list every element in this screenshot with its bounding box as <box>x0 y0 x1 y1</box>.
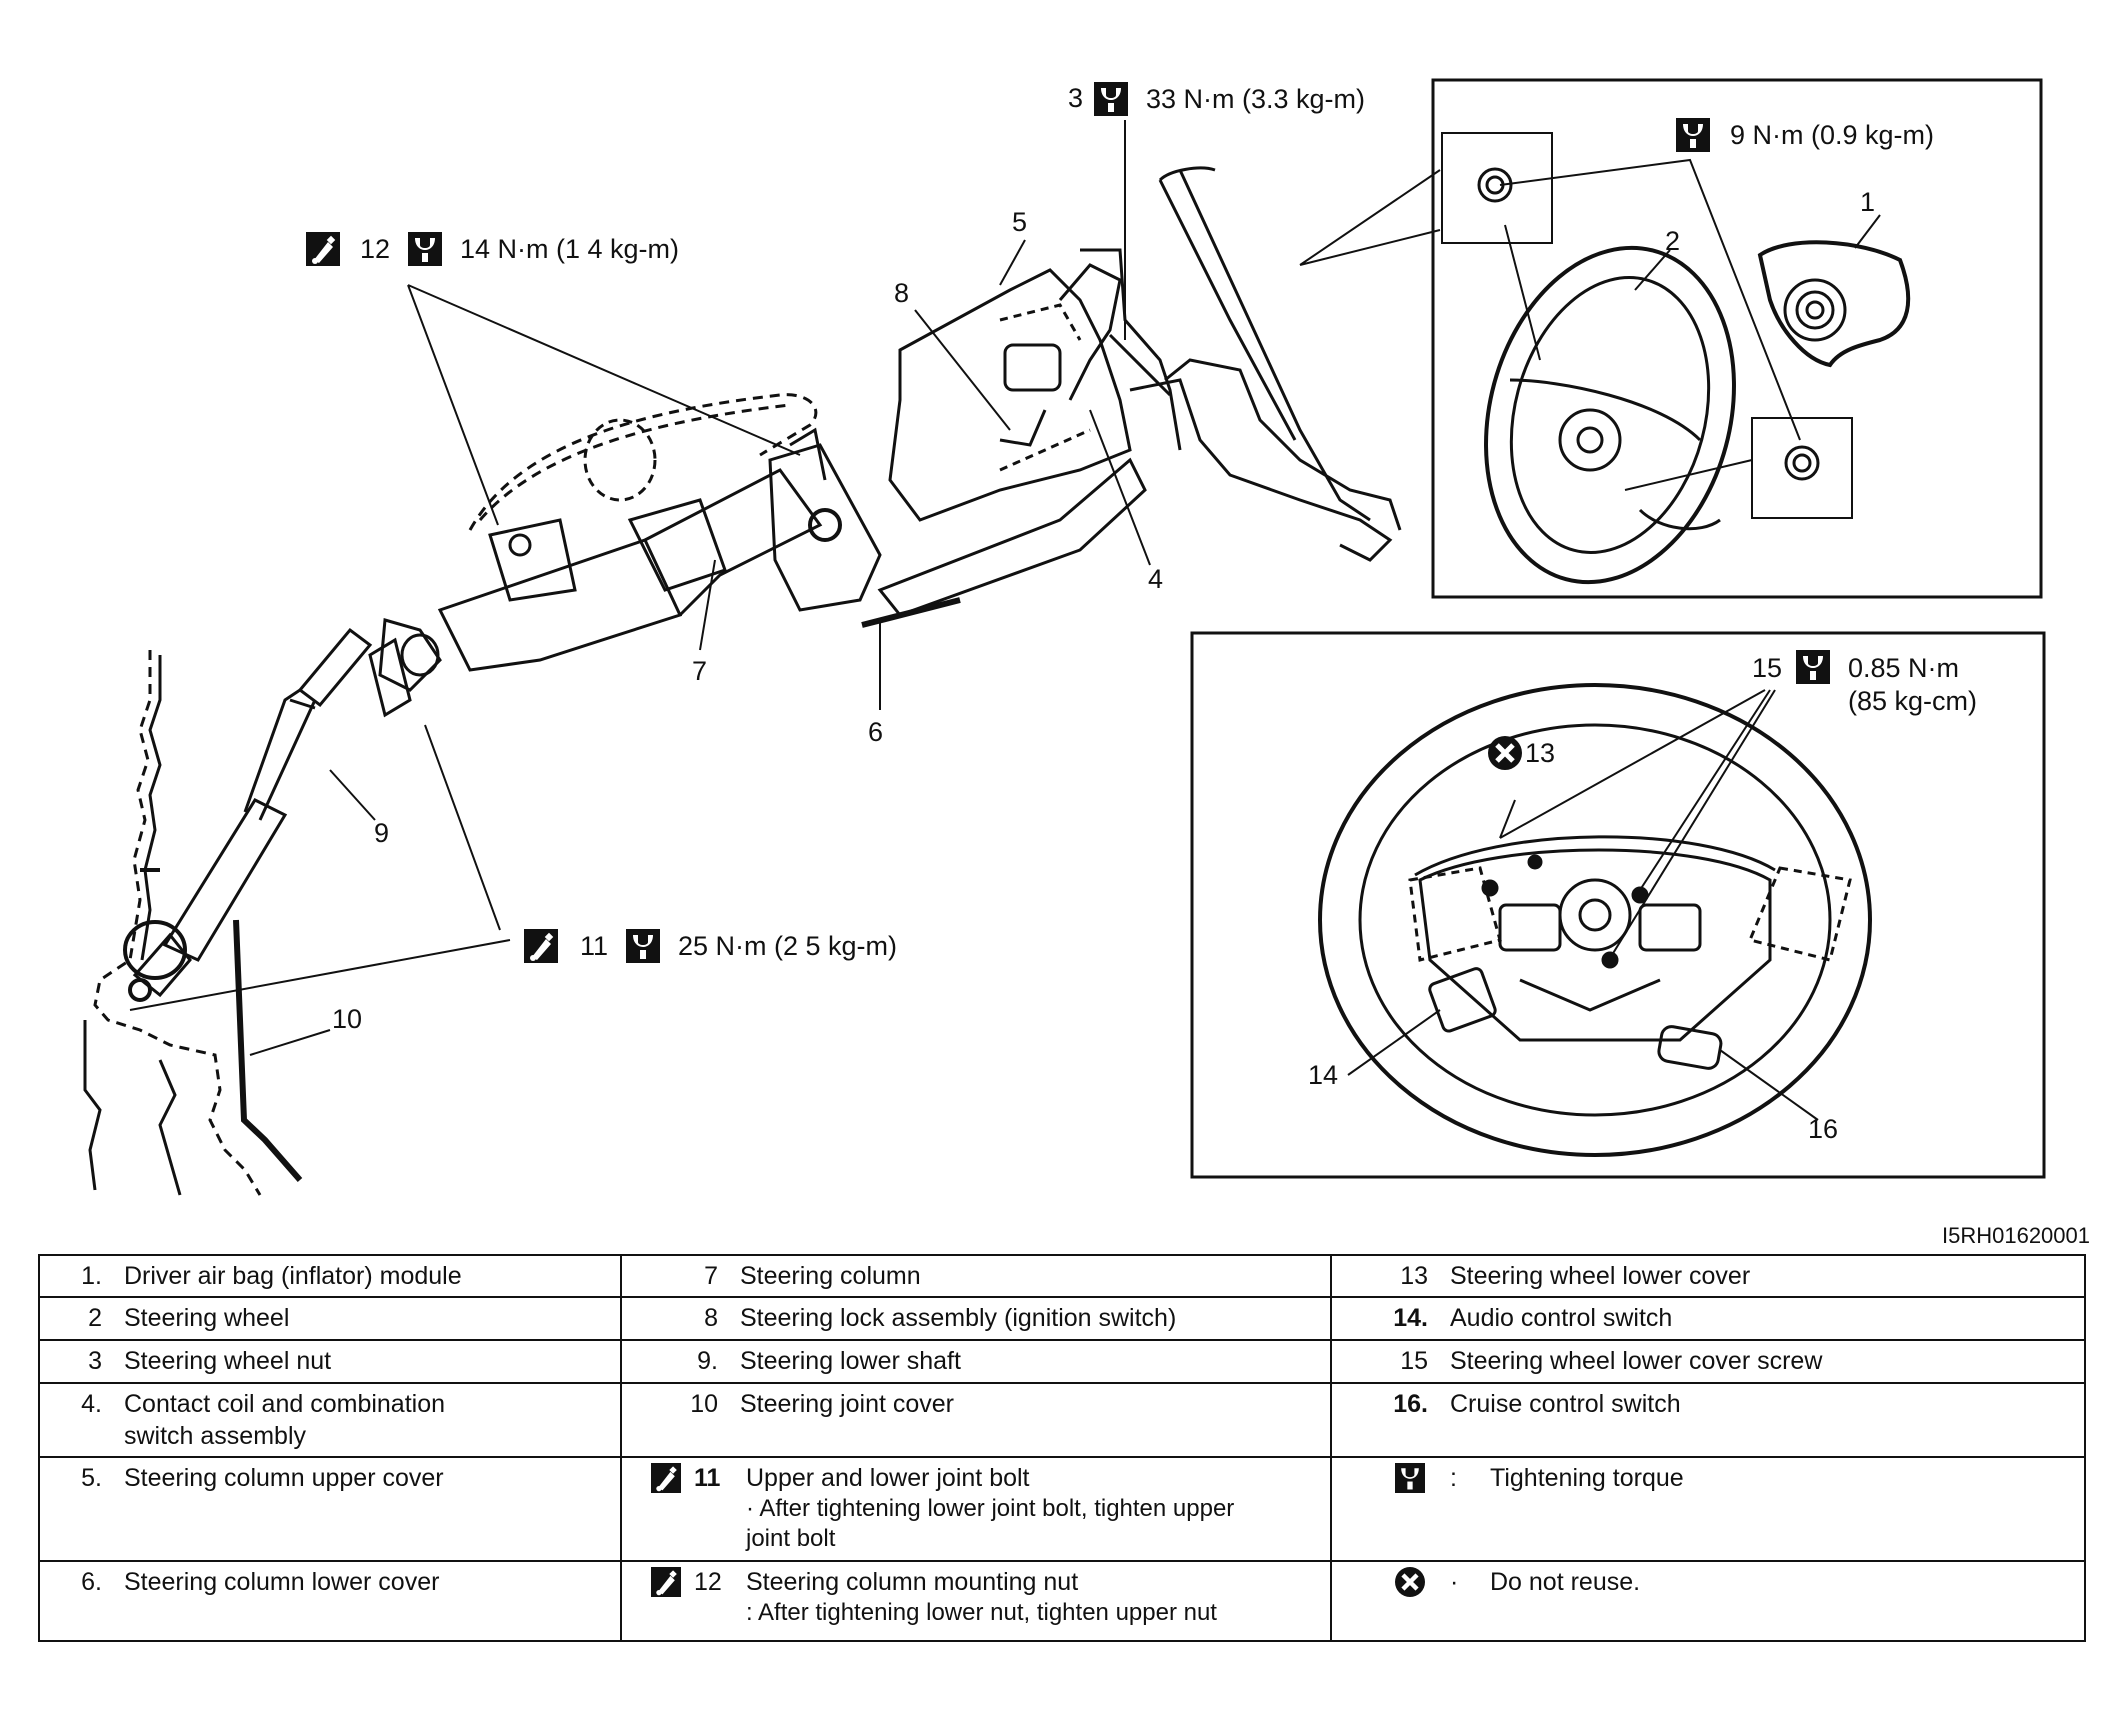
apply-thread-lock-icon <box>524 929 558 963</box>
torque-wrench-icon <box>626 929 660 963</box>
airbag-inset-box <box>1431 78 2043 599</box>
callout-6: 6 <box>868 717 883 747</box>
callout-1: 1 <box>1860 187 1875 217</box>
torque-screw15-line1: 0.85 N·m <box>1848 653 1959 683</box>
callout-15: 15 <box>1752 653 1782 683</box>
apply-thread-lock-icon <box>650 1566 684 1598</box>
torque-screw15-line2: (85 kg-cm) <box>1848 686 1977 716</box>
callout-2: 2 <box>1665 226 1680 256</box>
torque-wrench-icon <box>408 232 442 266</box>
legend-cell: 1.Driver air bag (inflator) module <box>38 1254 622 1298</box>
torque-nut3: 33 N·m (3.3 kg-m) <box>1146 84 1365 114</box>
callout-13: 13 <box>1525 738 1555 768</box>
callout-10: 10 <box>332 1004 362 1034</box>
callout-5: 5 <box>1012 207 1027 237</box>
apply-thread-lock-icon <box>306 232 340 266</box>
torque-airbag: 9 N·m (0.9 kg-m) <box>1730 120 1934 150</box>
callout-16: 16 <box>1808 1114 1838 1144</box>
legend-cell: 6.Steering column lower cover <box>38 1560 622 1642</box>
legend-cell: 16.Cruise control switch <box>1330 1382 2086 1458</box>
legend-cell: 11 Upper and lower joint bolt· After tig… <box>620 1456 1332 1562</box>
callout-14: 14 <box>1308 1060 1338 1090</box>
callout-9: 9 <box>374 818 389 848</box>
figure-id: I5RH01620001 <box>1942 1223 2090 1248</box>
torque-wrench-icon <box>1796 650 1830 684</box>
callout-4: 4 <box>1148 564 1163 594</box>
torque-labels: 3 33 N·m (3.3 kg-m) 12 14 N·m (1 4 kg-m)… <box>306 82 1977 963</box>
callout-12: 12 <box>360 234 390 264</box>
callout-7: 7 <box>692 656 707 686</box>
torque-bolt12: 14 N·m (1 4 kg-m) <box>460 234 679 264</box>
callout-8: 8 <box>894 278 909 308</box>
legend-cell: 9.Steering lower shaft <box>620 1339 1332 1384</box>
apply-thread-lock-icon <box>650 1462 684 1494</box>
torque-wrench-icon <box>1676 118 1710 152</box>
legend-cell: ·Do not reuse. <box>1330 1560 2086 1642</box>
legend-cell: 12 Steering column mounting nut: After t… <box>620 1560 1332 1642</box>
torque-wrench-icon <box>1094 82 1128 116</box>
wheel-rear-inset-box <box>1190 631 2046 1179</box>
legend-cell: 5.Steering column upper cover <box>38 1456 622 1562</box>
legend-cell: 14.Audio control switch <box>1330 1296 2086 1341</box>
torque-bolt11: 25 N·m (2 5 kg-m) <box>678 931 897 961</box>
steering-column-drawing <box>83 120 1441 1196</box>
torque-wrench-icon <box>1394 1462 1428 1494</box>
callout-3: 3 <box>1068 83 1083 113</box>
part-callouts: 1 2 4 5 6 7 8 9 10 14 16 <box>332 187 1875 1144</box>
do-not-reuse-icon <box>1394 1566 1428 1598</box>
callout-11: 11 <box>580 931 608 961</box>
legend-cell: :Tightening torque <box>1330 1456 2086 1562</box>
do-not-reuse-icon <box>1488 736 1522 770</box>
